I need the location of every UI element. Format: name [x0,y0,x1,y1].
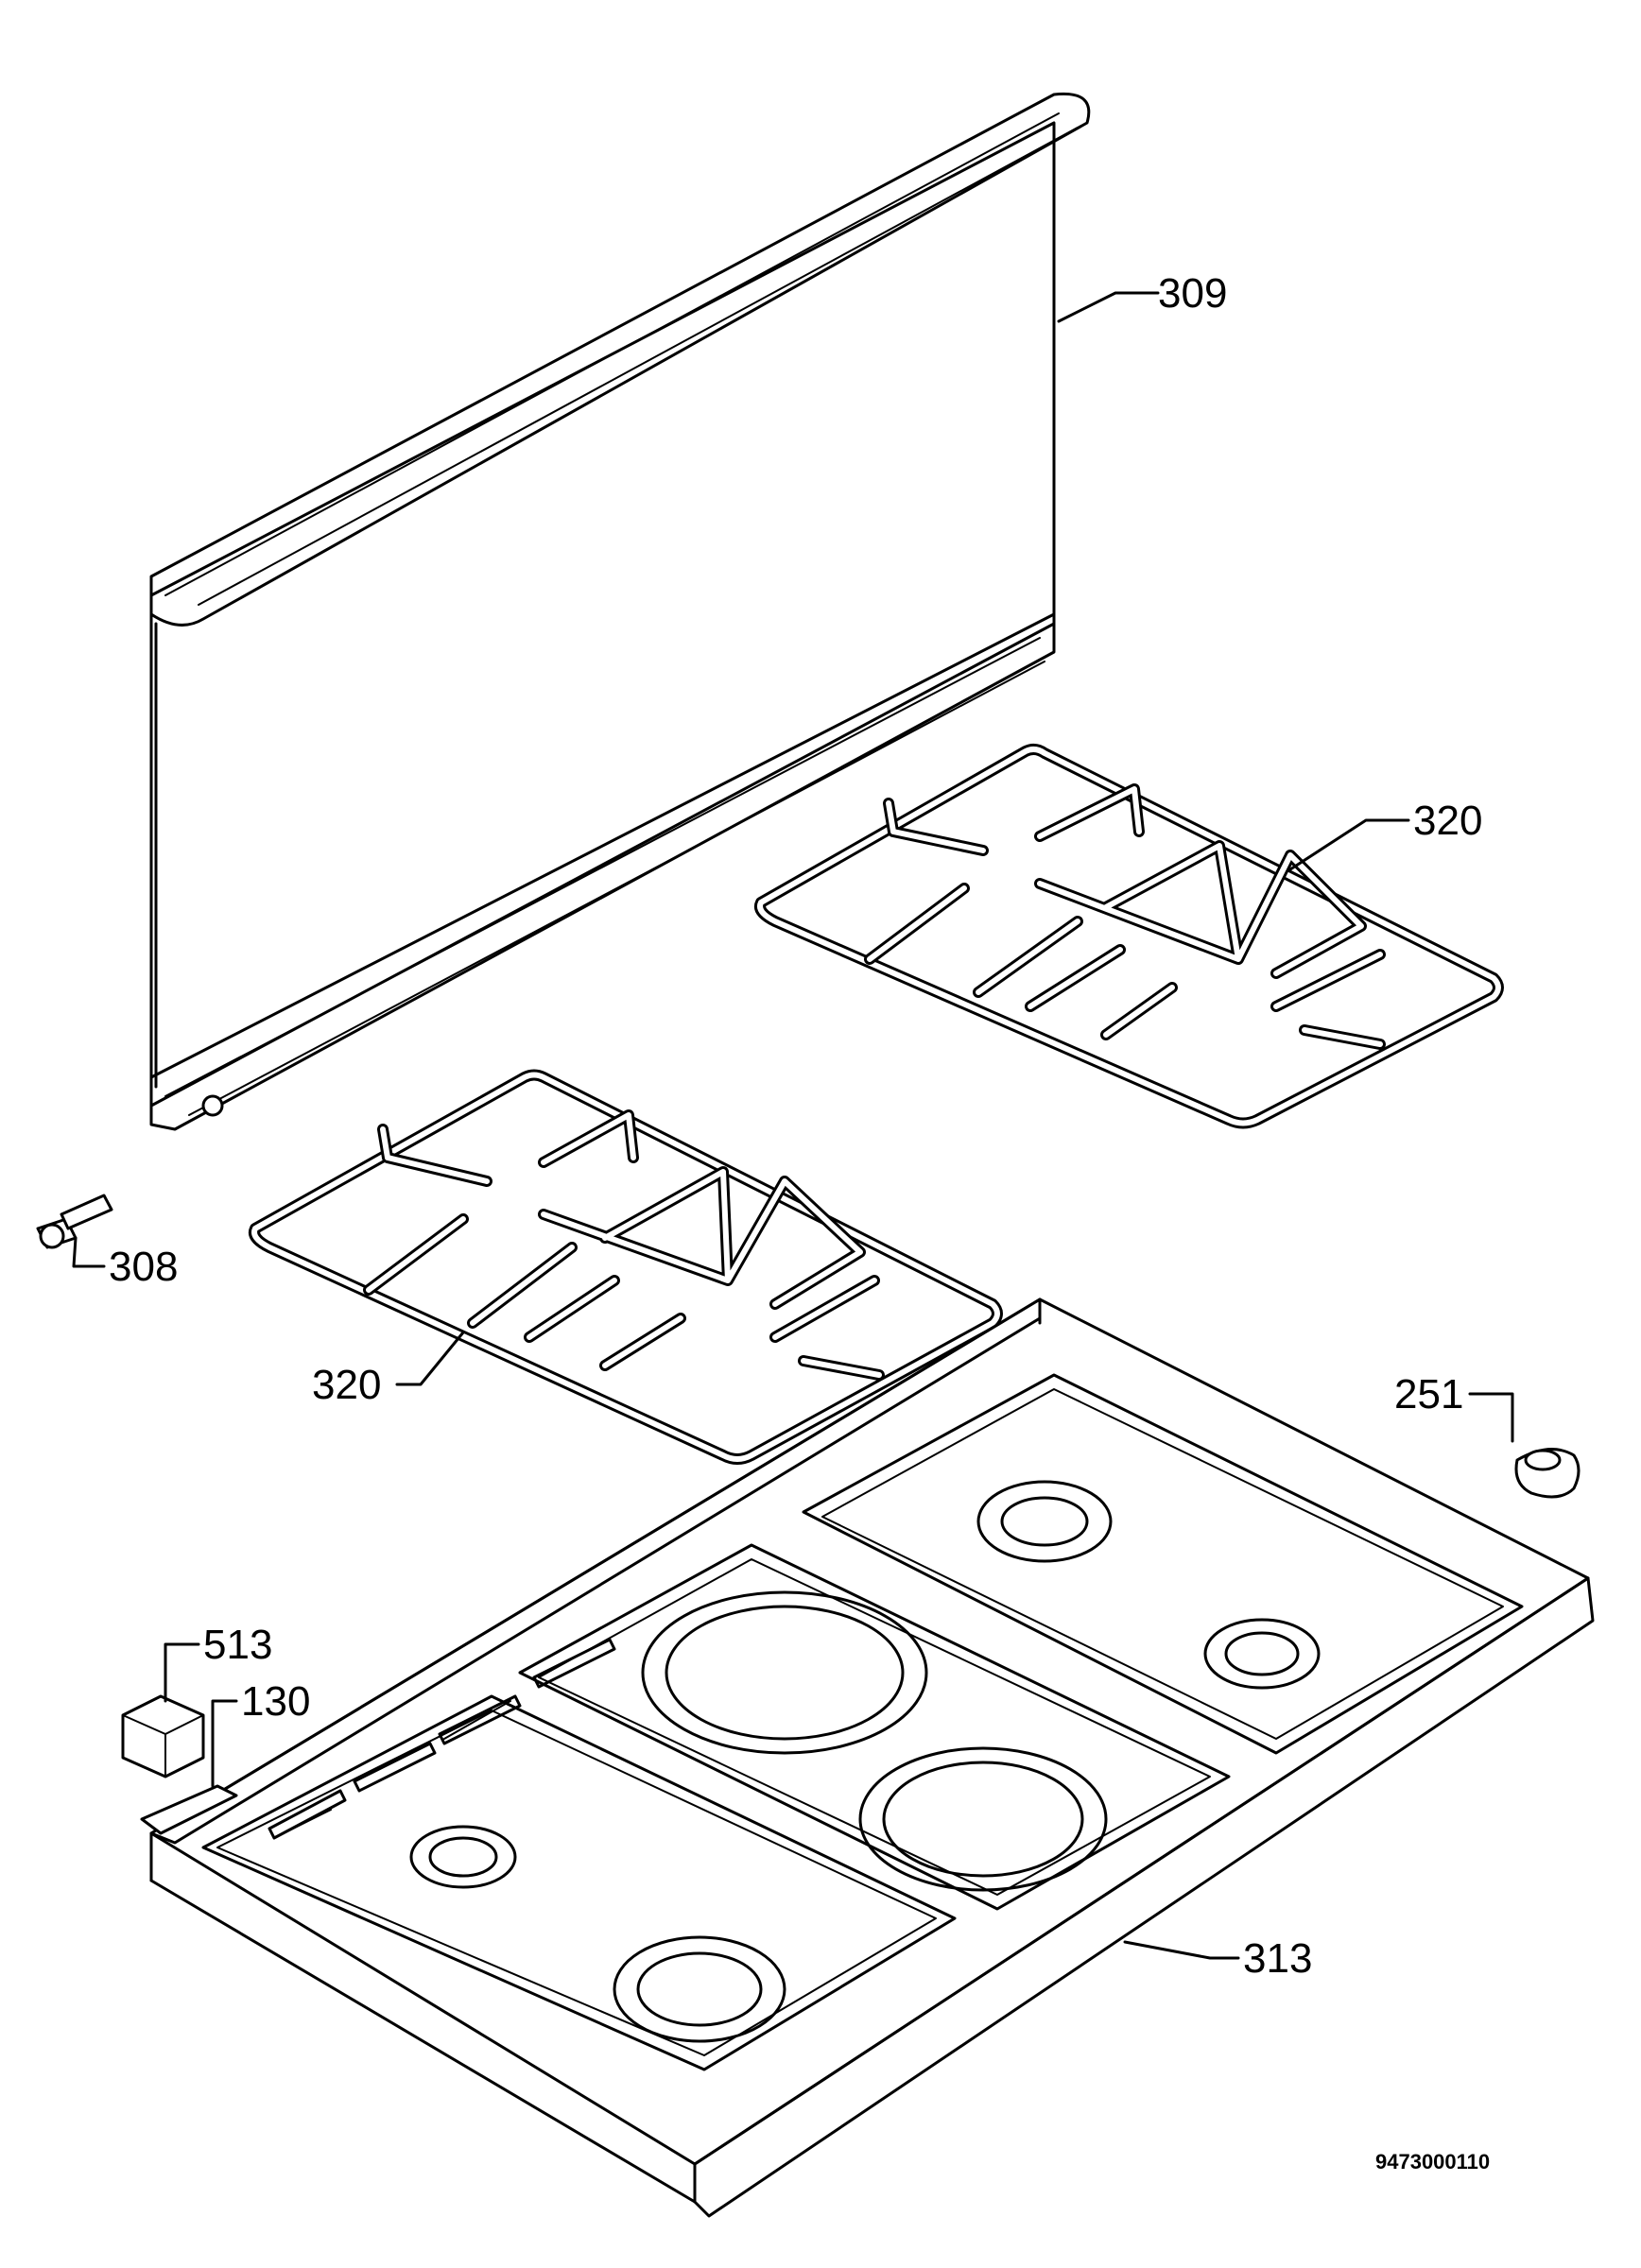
label-313: 313 [1243,1935,1312,1982]
label-130: 130 [241,1678,310,1725]
drawing-code: 9473000110 [1375,2150,1490,2174]
label-309: 309 [1158,270,1227,317]
knob-251 [1514,1448,1581,1499]
label-251: 251 [1394,1371,1463,1418]
glass-lid-309 [149,92,1091,1131]
hob-top-313 [149,1297,1595,2218]
bracket-513 [121,1694,205,1778]
clip-130 [140,1784,238,1835]
pan-support-320-right [754,743,1504,1129]
label-320-left: 320 [312,1362,381,1408]
label-513: 513 [203,1622,272,1668]
label-308: 308 [109,1244,178,1290]
pan-support-320-left [249,1069,1003,1465]
leader-lines [72,291,1514,1960]
label-320-right: 320 [1413,798,1482,844]
